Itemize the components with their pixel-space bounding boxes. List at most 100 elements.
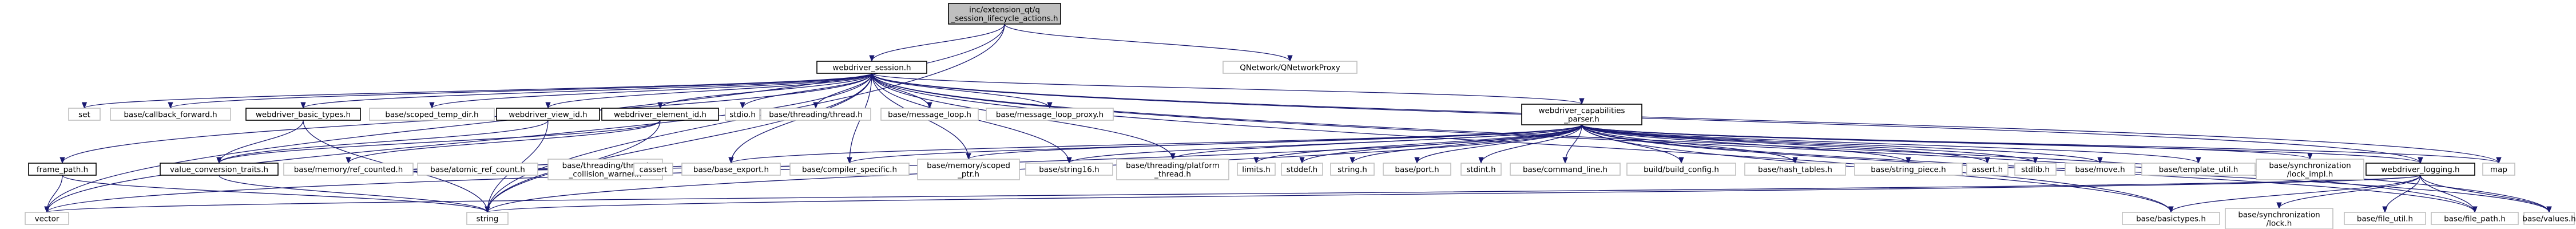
node-box: [2482, 163, 2515, 176]
node-label: webdriver_logging.h: [2381, 165, 2459, 175]
node-label: stddef.h: [1287, 165, 1317, 175]
node-box: [917, 159, 1020, 180]
node-box: [68, 108, 101, 121]
node-base-memory-scoped-ptr: base/memory/scoped_ptr.h: [917, 159, 1020, 180]
node-layer: inc/extension_qt/q_session_lifecycle_act…: [25, 3, 2576, 229]
node-label: base/basictypes.h: [2136, 215, 2206, 224]
edge-webdriver-logging-to-vector: [45, 175, 2421, 214]
node-label: stdio.h: [729, 110, 756, 120]
node-label: _ptr.h: [957, 170, 979, 179]
node-box: [417, 163, 538, 176]
edge-webdriver-logging-to-base-basictypes: [2168, 175, 2421, 214]
edge-webdriver-session-to-map: [871, 73, 2502, 164]
node-base-file-path: base/file_path.h: [2431, 212, 2519, 225]
node-box: [369, 108, 495, 121]
node-label: vector: [35, 215, 59, 224]
node-box: [2344, 212, 2426, 225]
node-assert: assert.h: [1966, 163, 2009, 176]
node-build-build-config: build/build_config.h: [1626, 163, 1736, 176]
node-label: build/build_config.h: [1644, 165, 1719, 175]
edge-webdriver-capabilities-parser-to-base-port: [1414, 124, 1582, 164]
node-label: base/message_loop_proxy.h: [996, 110, 1104, 120]
node-label: base/atomic_ref_count.h: [430, 165, 525, 175]
node-label: base/values.h: [2522, 215, 2576, 224]
node-label: base/callback_forward.h: [124, 110, 217, 120]
node-label: QNetwork/QNetworkProxy: [1240, 64, 1340, 73]
node-webdriver-capabilities-parser[interactable]: webdriver_capabilities_parser.h: [1521, 104, 1642, 125]
node-webdriver-session[interactable]: webdriver_session.h: [816, 61, 927, 74]
edge-webdriver-capabilities-parser-to-map: [1581, 124, 2502, 164]
node-label: cassert: [640, 165, 668, 175]
node-limits: limits.h: [1237, 163, 1276, 176]
node-base-basictypes: base/basictypes.h: [2122, 212, 2220, 225]
node-box: [760, 108, 871, 121]
node-box: [2122, 212, 2220, 225]
node-label: webdriver_capabilities: [1538, 106, 1625, 116]
edge-webdriver-session-to-webdriver-basic-types: [300, 73, 872, 109]
node-base-command-line: base/command_line.h: [1510, 163, 1621, 176]
node-qnetworkproxy: QNetwork/QNetworkProxy: [1222, 61, 1358, 74]
node-root[interactable]: inc/extension_qt/q_session_lifecycle_act…: [948, 3, 1061, 25]
node-base-scoped-temp-dir: base/scoped_temp_dir.h: [369, 108, 495, 121]
node-box: [28, 163, 97, 176]
node-value-conversion-traits[interactable]: value_conversion_traits.h: [160, 163, 279, 176]
node-box: [1222, 61, 1358, 74]
node-box: [2431, 212, 2519, 225]
node-box: [1744, 163, 1846, 176]
node-base-memory-ref-counted: base/memory/ref_counted.h: [283, 163, 414, 176]
node-box: [986, 108, 1114, 121]
edge-webdriver-capabilities-parser-to-base-string-piece: [1581, 124, 1911, 164]
node-box: [2014, 163, 2057, 176]
edge-webdriver-element-id-to-base-memory-ref-counted: [346, 120, 661, 164]
node-label: _thread.h: [1154, 170, 1191, 179]
edge-webdriver-session-to-vector: [44, 73, 872, 214]
node-base-values: base/values.h: [2522, 212, 2576, 225]
edge-webdriver-session-to-base-values: [871, 73, 2552, 214]
node-box: [2256, 159, 2364, 180]
node-base-threading-platform-thread: base/threading/platform_thread.h: [1116, 159, 1229, 180]
edge-value-conversion-traits-to-string: [219, 175, 490, 214]
node-webdriver-view-id[interactable]: webdriver_view_id.h: [496, 108, 600, 121]
node-base-sync-lock-impl: base/synchronization/lock_impl.h: [2256, 159, 2364, 180]
node-box: [283, 163, 414, 176]
node-label: base/threading/platform: [1126, 161, 1220, 171]
node-box: [1383, 163, 1451, 176]
node-label: webdriver_element_id.h: [614, 110, 706, 120]
node-webdriver-logging[interactable]: webdriver_logging.h: [2365, 163, 2475, 176]
node-base-compiler-specific: base/compiler_specific.h: [789, 163, 910, 176]
edge-webdriver-logging-to-base-sync-lock: [2276, 175, 2421, 210]
edge-frame-path-to-string: [62, 175, 490, 214]
node-label: base/scoped_temp_dir.h: [385, 110, 478, 120]
node-label: set: [78, 110, 90, 120]
edge-webdriver-capabilities-parser-to-stdint: [1478, 124, 1582, 164]
edge-webdriver-basic-types-to-value-conversion-traits: [216, 120, 304, 164]
node-base-base-export: base/base_export.h: [681, 163, 781, 176]
node-label: map: [2490, 165, 2507, 175]
edge-webdriver-capabilities-parser-to-base-template-util: [1581, 124, 2201, 164]
node-base-template-util: base/template_util.h: [2141, 163, 2256, 176]
edge-webdriver-session-to-base-scoped-temp-dir: [429, 73, 872, 109]
node-webdriver-element-id[interactable]: webdriver_element_id.h: [601, 108, 719, 121]
node-base-hash-tables: base/hash_tables.h: [1744, 163, 1846, 176]
node-label: base/synchronization: [2238, 211, 2320, 220]
node-webdriver-basic-types[interactable]: webdriver_basic_types.h: [245, 108, 361, 121]
node-base-message-loop: base/message_loop.h: [880, 108, 979, 121]
node-base-sync-lock: base/synchronization/lock.h: [2225, 208, 2333, 229]
node-box: [789, 163, 910, 176]
node-label: base/file_util.h: [2357, 215, 2413, 224]
node-vector: vector: [25, 212, 69, 225]
edge-webdriver-session-to-webdriver-view-id: [545, 73, 872, 109]
node-label: _session_lifecycle_actions.h: [950, 14, 1058, 23]
node-box: [681, 163, 781, 176]
node-base-string-piece: base/string_piece.h: [1854, 163, 1963, 176]
node-label: _collision_warner.h: [569, 170, 642, 179]
node-frame-path[interactable]: frame_path.h: [28, 163, 97, 176]
node-label: limits.h: [1242, 165, 1271, 175]
node-label: webdriver_session.h: [832, 64, 911, 73]
node-box: [160, 163, 279, 176]
node-base-move: base/move.h: [2065, 163, 2136, 176]
node-box: [466, 212, 509, 225]
node-label: stdlib.h: [2021, 165, 2050, 175]
edge-webdriver-session-to-base-message-loop-proxy: [871, 73, 1053, 109]
